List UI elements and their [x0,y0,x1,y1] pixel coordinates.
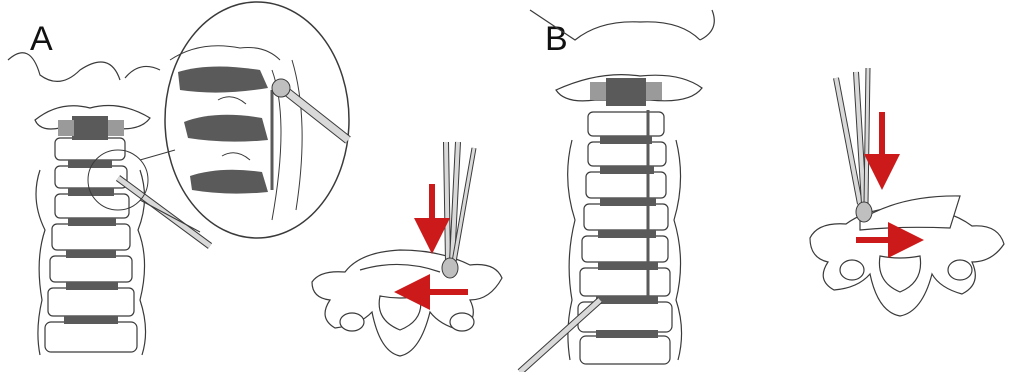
axial-vertebra-b [810,196,1004,316]
axial-vertebra-a [312,250,502,356]
disc-light-b [590,82,606,100]
forceps-a [442,142,474,278]
forceps-b [836,68,872,222]
disc-light-a2 [108,120,124,136]
inset-connector-bottom [140,200,200,232]
spine-illustration-a [8,53,160,355]
spine-illustration-b [530,10,714,364]
disc-light-b2 [646,82,662,100]
magnified-inset-illustration [165,2,349,238]
disc-light-a [58,120,74,136]
